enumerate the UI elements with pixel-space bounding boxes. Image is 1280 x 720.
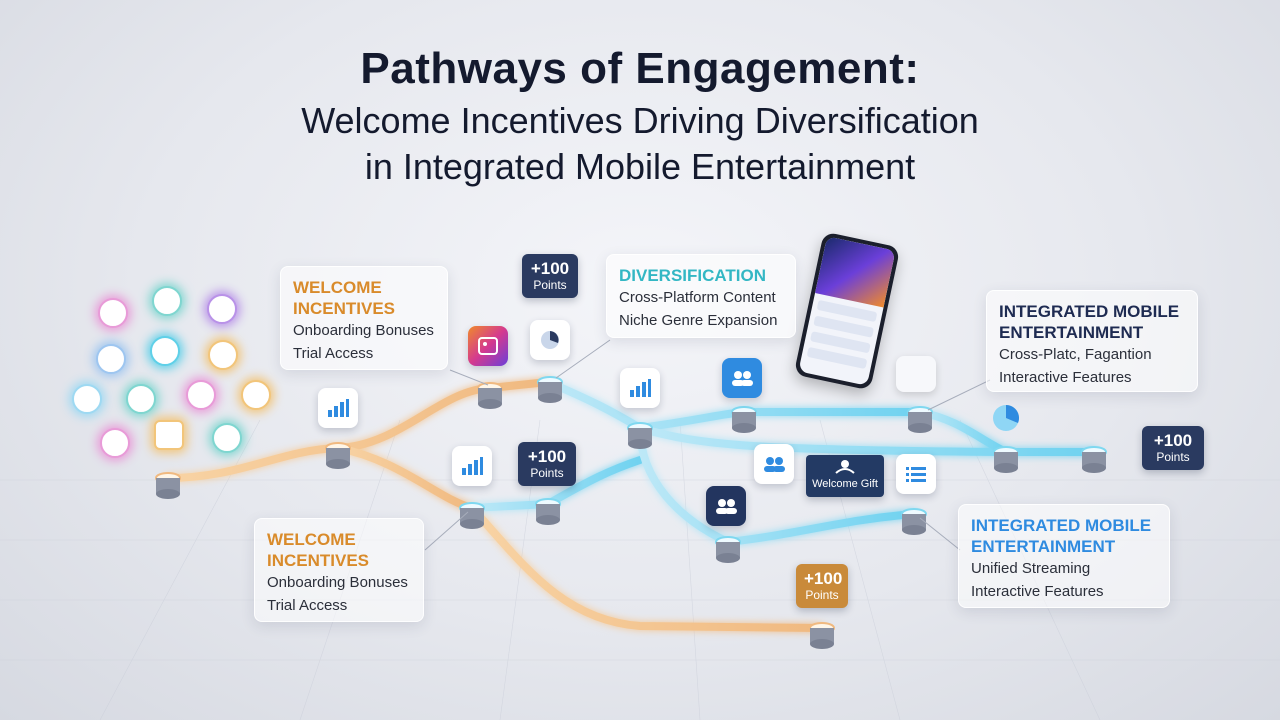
users-icon bbox=[754, 444, 794, 484]
panel-item: Trial Access bbox=[293, 345, 374, 362]
welcome-incentives-panel-top: WELCOME INCENTIVES Onboarding Bonuses Tr… bbox=[280, 266, 448, 370]
path-nodes bbox=[155, 376, 1107, 649]
panel-heading: INTEGRATED MOBILE ENTERTAINMENT bbox=[999, 302, 1180, 342]
avatar bbox=[207, 294, 237, 324]
panel-heading: WELCOME INCENTIVES bbox=[267, 530, 370, 570]
panel-heading: WELCOME INCENTIVES bbox=[293, 278, 396, 318]
bar-chart-icon bbox=[452, 446, 492, 486]
gift-logo-icon bbox=[835, 460, 855, 474]
avatar bbox=[154, 420, 184, 450]
diversification-panel: DIVERSIFICATION Cross-Platform Content N… bbox=[606, 254, 796, 338]
earbuds-image bbox=[896, 356, 936, 392]
node bbox=[907, 406, 933, 433]
node bbox=[1081, 446, 1107, 473]
node bbox=[155, 472, 181, 499]
panel-item: Unified Streaming bbox=[971, 560, 1091, 577]
bar-chart-icon bbox=[318, 388, 358, 428]
node bbox=[537, 376, 563, 403]
connector-lines bbox=[424, 339, 991, 551]
title-line-3: in Integrated Mobile Entertainment bbox=[364, 146, 916, 187]
integrated-entertainment-panel-top: INTEGRATED MOBILE ENTERTAINMENT Cross-Pl… bbox=[986, 290, 1198, 392]
node bbox=[993, 446, 1019, 473]
panel-item: Cross-Platform Content bbox=[619, 289, 776, 306]
panel-item: Niche Genre Expansion bbox=[619, 312, 778, 329]
panel-item: Interactive Features bbox=[999, 369, 1132, 386]
avatar bbox=[96, 344, 126, 374]
welcome-incentives-panel-bottom: WELCOME INCENTIVES Onboarding Bonuses Tr… bbox=[254, 518, 424, 622]
avatar bbox=[98, 298, 128, 328]
welcome-gift-card: Welcome Gift bbox=[806, 455, 884, 497]
node bbox=[715, 536, 741, 563]
avatar bbox=[72, 384, 102, 414]
node bbox=[901, 508, 927, 535]
list-icon bbox=[896, 454, 936, 494]
welcome-gift-label: Welcome Gift bbox=[812, 478, 878, 490]
avatar bbox=[100, 428, 130, 458]
node bbox=[459, 502, 485, 529]
panel-item: Onboarding Bonuses bbox=[267, 574, 408, 591]
node bbox=[535, 498, 561, 525]
integrated-entertainment-panel-bottom: INTEGRATED MOBILE ENTERTAINMENT Unified … bbox=[958, 504, 1170, 608]
panel-heading: DIVERSIFICATION bbox=[619, 266, 767, 285]
panel-heading: INTEGRATED MOBILE ENTERTAINMENT bbox=[971, 516, 1152, 556]
avatar bbox=[241, 380, 271, 410]
panel-item: Interactive Features bbox=[971, 583, 1104, 600]
avatar bbox=[212, 423, 242, 453]
panel-item: Onboarding Bonuses bbox=[293, 322, 434, 339]
bar-chart-icon bbox=[620, 368, 660, 408]
users-icon bbox=[722, 358, 762, 398]
pie-chart-icon bbox=[993, 405, 1019, 431]
avatar bbox=[152, 286, 182, 316]
avatar bbox=[126, 384, 156, 414]
node bbox=[809, 622, 835, 649]
node bbox=[325, 442, 351, 469]
title-line-2: Welcome Incentives Driving Diversificati… bbox=[301, 100, 979, 141]
avatar bbox=[186, 380, 216, 410]
pie-chart-icon bbox=[530, 320, 570, 360]
image-icon bbox=[468, 326, 508, 366]
avatar bbox=[208, 340, 238, 370]
node bbox=[627, 422, 653, 449]
panel-item: Trial Access bbox=[267, 597, 348, 614]
avatar bbox=[150, 336, 180, 366]
node bbox=[477, 382, 503, 409]
panel-item: Cross-Platc, Fagantion bbox=[999, 346, 1152, 363]
title-line-1: Pathways of Engagement: bbox=[360, 44, 920, 93]
node bbox=[731, 406, 757, 433]
users-icon bbox=[706, 486, 746, 526]
